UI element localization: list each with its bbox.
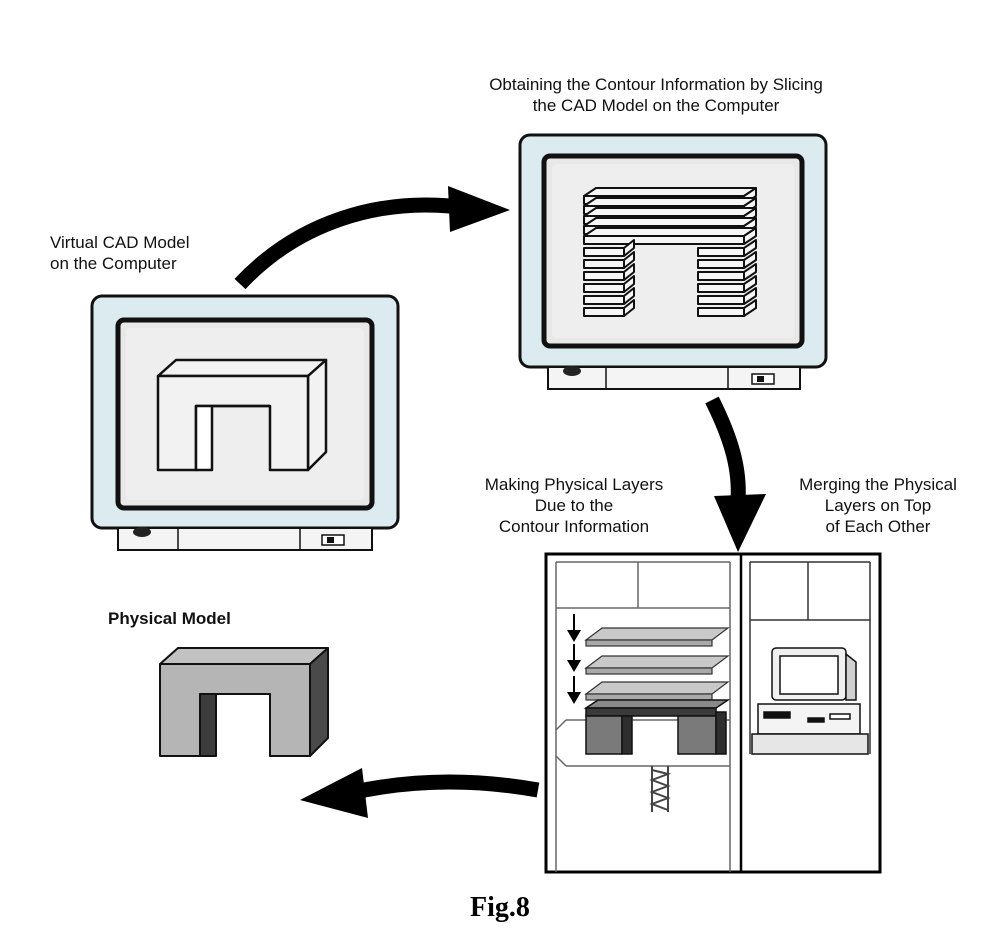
rp-machine xyxy=(544,552,882,874)
left-monitor-base xyxy=(117,527,373,551)
sliced-left-leg xyxy=(583,239,635,317)
label-merging-layers-line3: of Each Other xyxy=(825,517,931,536)
build-part xyxy=(583,699,731,755)
layer-down-arrows xyxy=(567,614,581,704)
label-virtual-cad-line2: on the Computer xyxy=(50,254,177,273)
left-monitor-knob-icon xyxy=(133,527,151,537)
label-virtual-cad-line1: Virtual CAD Model xyxy=(50,233,190,252)
cad-model-inner-face xyxy=(194,404,214,472)
label-merging-layers-line1: Merging the Physical xyxy=(799,475,957,494)
label-obtaining-contour: Obtaining the Contour Information by Sli… xyxy=(436,74,876,116)
arrow-slicing-to-machine xyxy=(705,396,766,552)
label-merging-layers-line2: Layers on Top xyxy=(824,496,932,515)
sliced-right-leg xyxy=(697,239,757,317)
label-obtaining-contour-line2: the CAD Model on the Computer xyxy=(532,96,780,115)
label-making-layers-line1: Making Physical Layers xyxy=(484,475,664,494)
physical-model xyxy=(159,647,329,757)
cad-model-wireframe xyxy=(156,358,328,472)
physical-model-inner xyxy=(199,693,217,757)
label-making-layers-line3: Contour Information xyxy=(498,517,650,536)
control-station xyxy=(749,561,871,754)
left-monitor xyxy=(90,294,400,551)
label-physical-model: Physical Model xyxy=(108,609,231,628)
label-merging-layers: Merging the Physical Layers on Top of Ea… xyxy=(768,474,988,537)
physical-model-front xyxy=(159,663,311,757)
control-computer-icon xyxy=(751,647,869,755)
piston-spring xyxy=(649,766,672,812)
arrow-virtual-to-slicing xyxy=(234,186,510,290)
cad-model-side-face xyxy=(306,358,328,472)
cad-model-top-face xyxy=(156,358,328,378)
sliced-top-layers xyxy=(583,187,757,245)
label-making-layers: Making Physical Layers Due to the Contou… xyxy=(454,474,694,537)
label-making-layers-line2: Due to the xyxy=(534,496,614,515)
sliced-model xyxy=(583,187,757,317)
physical-model-top xyxy=(159,647,329,665)
right-monitor xyxy=(518,133,828,390)
label-virtual-cad: Virtual CAD Model on the Computer xyxy=(50,232,190,274)
label-obtaining-contour-line1: Obtaining the Contour Information by Sli… xyxy=(489,75,823,94)
arrow-machine-to-physical xyxy=(300,768,540,818)
physical-model-side xyxy=(309,647,329,757)
figure-caption: Fig.8 xyxy=(470,892,530,923)
floating-layers xyxy=(584,627,730,701)
right-monitor-knob-icon xyxy=(563,366,581,376)
right-monitor-base xyxy=(547,366,801,390)
